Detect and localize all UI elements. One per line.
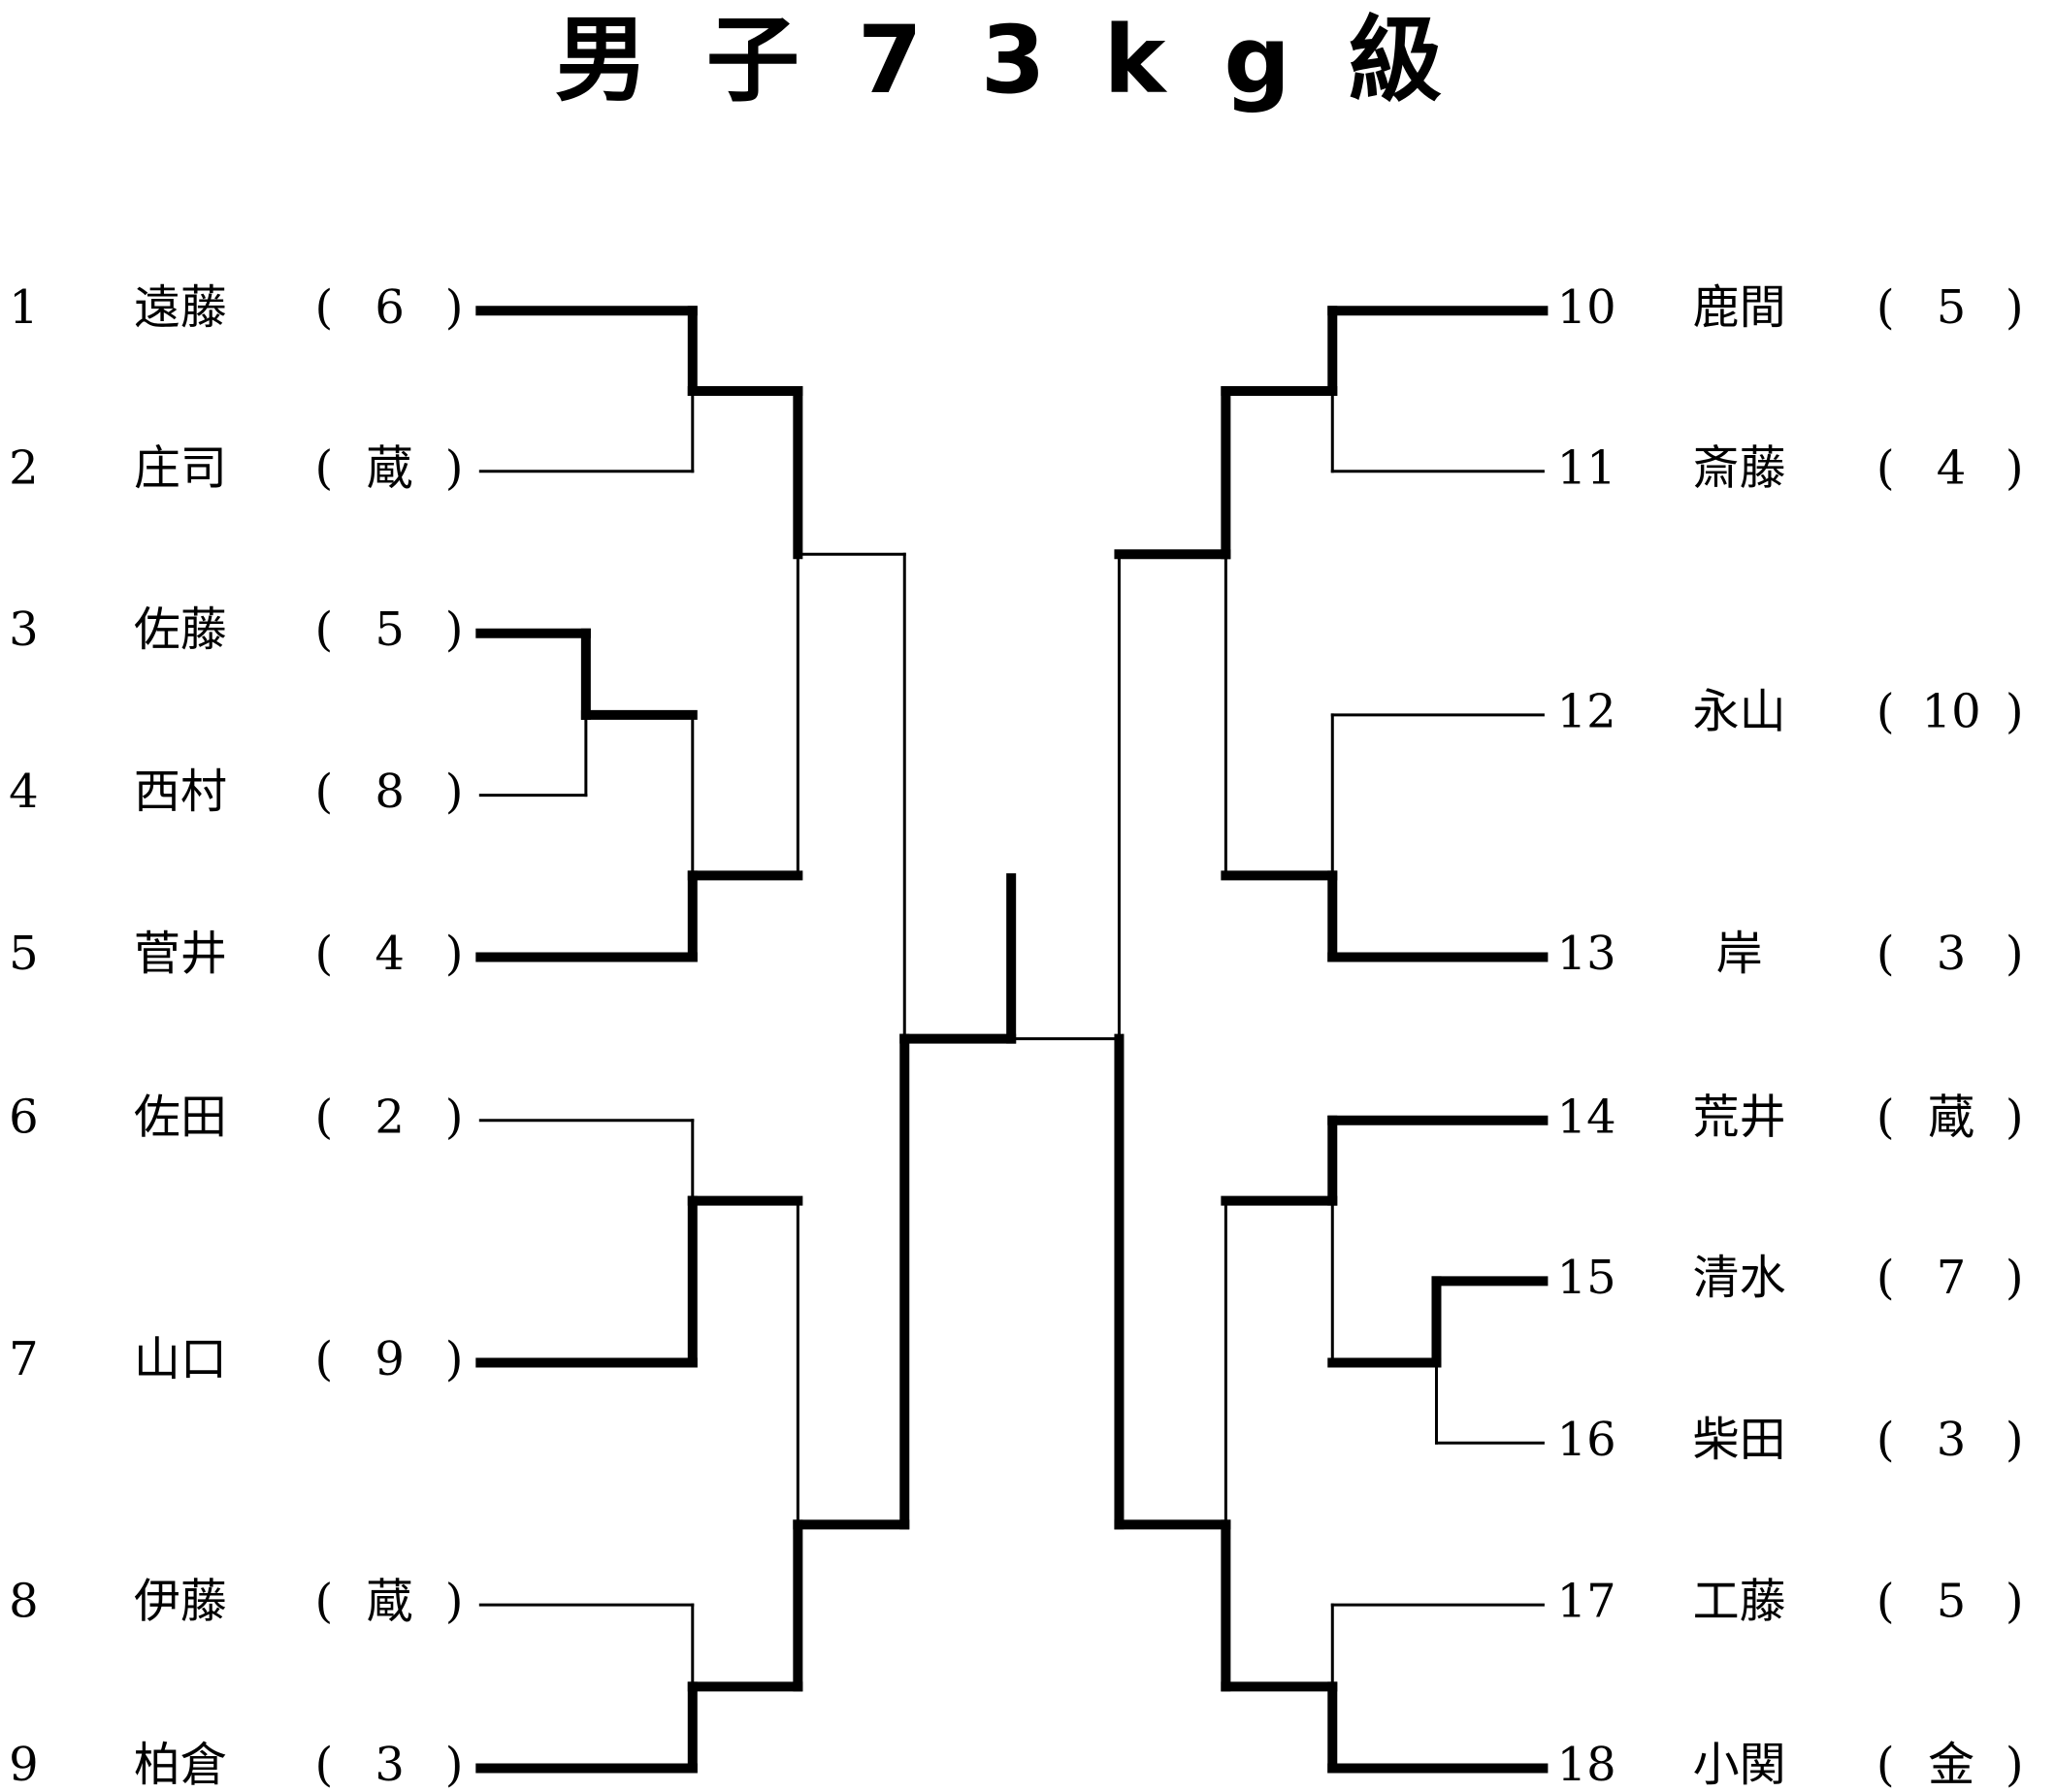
paren-close: ) — [2006, 1575, 2024, 1629]
seed-number: 4 — [9, 765, 39, 819]
paren-close: ) — [2006, 1251, 2024, 1305]
player-name: 岸 — [1716, 927, 1763, 981]
player-name: 鹿間 — [1693, 280, 1786, 335]
paren-open: ( — [314, 280, 333, 335]
paren-open: ( — [1876, 280, 1895, 335]
paren-open: ( — [1876, 1090, 1895, 1144]
seed-number: 13 — [1557, 927, 1616, 981]
seed-number: 14 — [1557, 1090, 1616, 1144]
player-grade: 5 — [375, 603, 405, 657]
player-grade: 3 — [1937, 927, 1967, 981]
player-grade: 6 — [375, 280, 405, 335]
player-name: 佐藤 — [134, 603, 227, 657]
seed-number: 8 — [9, 1575, 39, 1629]
player-grade: 3 — [1937, 1413, 1967, 1467]
player-name: 永山 — [1693, 684, 1786, 738]
paren-close: ) — [445, 1332, 464, 1386]
player-name: 西村 — [134, 765, 227, 819]
player-name: 庄司 — [134, 440, 227, 495]
paren-close: ) — [445, 440, 464, 495]
player-name: 柴田 — [1693, 1413, 1786, 1467]
paren-open: ( — [314, 1738, 333, 1792]
player-name: 佐田 — [134, 1090, 227, 1144]
bracket-title: 男子73kg級 — [554, 6, 1501, 114]
paren-close: ) — [445, 765, 464, 819]
seed-number: 9 — [9, 1738, 39, 1792]
seed-number: 6 — [9, 1090, 39, 1144]
paren-open: ( — [1876, 1251, 1895, 1305]
paren-close: ) — [2006, 1413, 2024, 1467]
player-grade: 3 — [375, 1738, 405, 1792]
seed-number: 2 — [9, 440, 39, 495]
paren-open: ( — [1876, 927, 1895, 981]
player-name: 清水 — [1693, 1251, 1786, 1305]
player-grade: 2 — [375, 1090, 405, 1144]
paren-open: ( — [1876, 1575, 1895, 1629]
player-grade: 金 — [1928, 1738, 1974, 1792]
paren-open: ( — [314, 927, 333, 981]
seed-number: 12 — [1557, 684, 1616, 738]
paren-close: ) — [2006, 440, 2024, 495]
paren-open: ( — [1876, 440, 1895, 495]
seed-number: 16 — [1557, 1413, 1616, 1467]
seed-number: 17 — [1557, 1575, 1616, 1629]
paren-close: ) — [2006, 1738, 2024, 1792]
player-grade: 4 — [1937, 440, 1967, 495]
player-grade: 9 — [375, 1332, 405, 1386]
paren-close: ) — [445, 1575, 464, 1629]
paren-open: ( — [314, 765, 333, 819]
seed-number: 15 — [1557, 1251, 1616, 1305]
player-name: 伊藤 — [134, 1575, 227, 1629]
paren-open: ( — [314, 1332, 333, 1386]
player-grade: 蔵 — [367, 440, 413, 495]
player-name: 工藤 — [1693, 1575, 1786, 1629]
player-name: 荒井 — [1693, 1090, 1786, 1144]
player-name: 柏倉 — [134, 1738, 227, 1792]
paren-close: ) — [2006, 684, 2024, 738]
player-grade: 10 — [1922, 684, 1981, 738]
paren-close: ) — [2006, 1090, 2024, 1144]
paren-open: ( — [314, 1090, 333, 1144]
paren-close: ) — [445, 1090, 464, 1144]
paren-open: ( — [1876, 1738, 1895, 1792]
bracket-lines — [475, 306, 1549, 1774]
paren-close: ) — [445, 280, 464, 335]
paren-open: ( — [314, 603, 333, 657]
entry-labels: 1 遠藤 (6) 2 庄司 ( 蔵) 3 佐藤 (5) 4 西村 (8) 5 菅井 (4) 6 佐田 (2) 7 山口 (… — [9, 280, 2023, 1792]
paren-close: ) — [2006, 927, 2024, 981]
player-name: 遠藤 — [134, 280, 227, 335]
player-name: 山口 — [134, 1332, 227, 1386]
paren-close: ) — [2006, 280, 2024, 335]
seed-number: 10 — [1557, 280, 1616, 335]
player-grade: 蔵 — [367, 1575, 413, 1629]
player-grade: 5 — [1937, 280, 1967, 335]
seed-number: 5 — [9, 927, 39, 981]
player-name: 菅井 — [134, 927, 227, 981]
seed-number: 3 — [9, 603, 39, 657]
player-name: 斎藤 — [1693, 440, 1786, 495]
paren-open: ( — [1876, 1413, 1895, 1467]
seed-number: 7 — [9, 1332, 39, 1386]
seed-number: 1 — [9, 280, 39, 335]
paren-open: ( — [314, 1575, 333, 1629]
paren-open: ( — [1876, 684, 1895, 738]
player-grade: 蔵 — [1928, 1090, 1974, 1144]
player-name: 小関 — [1693, 1738, 1786, 1792]
paren-close: ) — [445, 603, 464, 657]
paren-close: ) — [445, 1738, 464, 1792]
seed-number: 11 — [1557, 440, 1616, 495]
player-grade: 7 — [1937, 1251, 1967, 1305]
paren-close: ) — [445, 927, 464, 981]
seed-number: 18 — [1557, 1738, 1616, 1792]
player-grade: 5 — [1937, 1575, 1967, 1629]
player-grade: 8 — [375, 765, 405, 819]
player-grade: 4 — [375, 927, 405, 981]
paren-open: ( — [314, 440, 333, 495]
